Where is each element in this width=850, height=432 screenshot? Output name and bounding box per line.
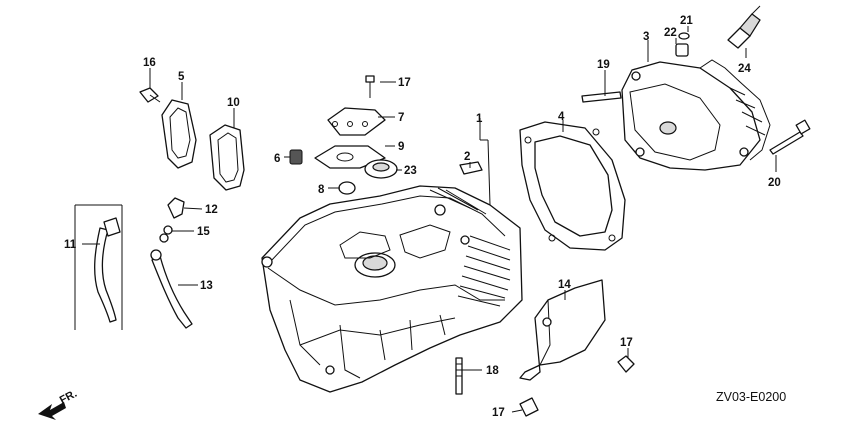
label-3: 3 (643, 31, 649, 43)
elbow-fitting (167, 197, 185, 219)
label-7: 7 (398, 112, 404, 124)
label-6: 6 (274, 153, 280, 165)
clamp-15 (159, 225, 173, 243)
cap-6 (289, 149, 303, 165)
spark-plug (727, 5, 761, 49)
label-17-right: 17 (620, 337, 633, 349)
head-gasket (519, 121, 626, 251)
stud-18 (455, 357, 463, 395)
label-9: 9 (398, 141, 404, 153)
gasket-9 (314, 145, 386, 169)
label-10: 10 (227, 97, 240, 109)
front-direction-indicator: FR. (38, 388, 79, 420)
cylinder-block (261, 185, 523, 393)
plug-8 (338, 181, 356, 195)
diagram-code: ZV03-E0200 (716, 390, 786, 404)
bolt-16 (139, 87, 161, 103)
breather-plate (209, 124, 245, 191)
bolt-17-right (617, 355, 635, 373)
label-2: 2 (464, 151, 470, 163)
label-17-bottom: 17 (492, 407, 505, 419)
part-number-labels: 1 2 3 4 5 6 7 8 9 10 11 12 13 14 15 16 1… (64, 15, 781, 419)
label-1: 1 (476, 113, 483, 125)
label-20: 20 (768, 177, 781, 189)
label-5: 5 (178, 71, 185, 83)
dowel-pin (459, 161, 483, 175)
label-8: 8 (318, 184, 325, 196)
label-23: 23 (404, 165, 417, 177)
label-12: 12 (205, 204, 218, 216)
direction-label: FR. (58, 388, 79, 407)
label-21: 21 (680, 15, 693, 27)
label-13: 13 (200, 280, 213, 292)
front-arrow-icon (38, 402, 66, 420)
leader-lines (82, 26, 777, 413)
oil-seal (364, 159, 398, 179)
label-14: 14 (558, 279, 571, 291)
label-11: 11 (64, 239, 77, 251)
label-24: 24 (738, 63, 751, 75)
bolt-17-bottom (519, 397, 539, 417)
breather-tube-11 (74, 204, 123, 330)
label-22: 22 (664, 27, 677, 39)
label-15: 15 (197, 226, 210, 238)
label-19: 19 (597, 59, 610, 71)
cylinder-head (621, 59, 771, 171)
breather-tube-13 (150, 249, 193, 329)
label-18: 18 (486, 365, 499, 377)
label-17: 17 (398, 77, 411, 89)
washer-21 (678, 32, 690, 40)
label-16: 16 (143, 57, 156, 69)
breather-gasket (161, 99, 197, 169)
tappet-cover (519, 279, 606, 381)
label-4: 4 (558, 111, 565, 123)
stud-19 (581, 91, 622, 103)
nut-22 (675, 43, 689, 57)
plate-7 (327, 107, 386, 136)
bolt-20 (769, 119, 811, 155)
bolt-17-top (365, 75, 375, 98)
